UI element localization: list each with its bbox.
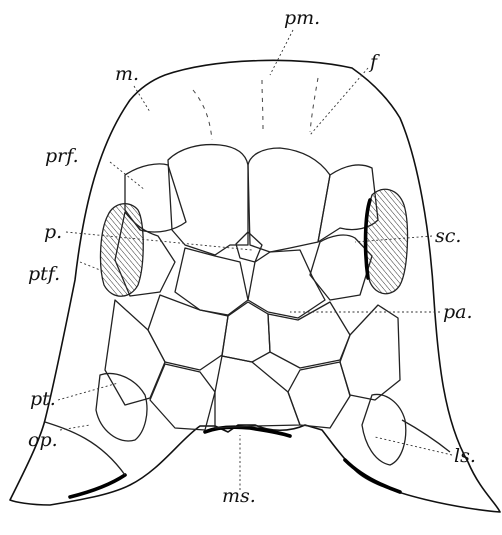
suture-right [310,78,318,132]
operculum-edge-right [402,420,450,452]
leader-ls [375,437,452,455]
mid-plate-left [148,295,228,370]
leader-m [134,86,150,112]
leader-pt [58,383,118,400]
postorbital-left [96,374,147,441]
median-posterior-plate [215,356,300,428]
skull-outline [10,60,500,512]
left-horn-heavy-edge [70,475,125,497]
leader-prf [110,162,145,190]
posterior-heavy-edge [205,427,290,436]
lateral-plate-right [362,394,406,465]
label-sc: sc. [435,225,461,247]
leader-f [310,68,368,135]
label-ptf: ptf. [28,263,60,285]
leader-pm [270,30,293,75]
label-ms: ms. [222,485,256,507]
orbit-right [366,189,408,293]
parietal-right [248,250,325,318]
suture-mid [262,80,263,130]
label-pt: pt. [30,388,56,410]
frontal-right [248,148,330,252]
label-pa: pa. [443,301,473,323]
label-ls: ls. [454,445,476,467]
leader-p [66,232,252,250]
label-pm: pm. [284,7,320,29]
mid-plate-center [222,302,270,362]
pineal-plate [236,232,262,262]
frontal-left [168,145,248,255]
label-p: p. [44,221,62,243]
label-prf: prf. [45,145,79,167]
posterior-lateral-right [340,305,400,400]
label-f: f [368,51,380,73]
leader-op [60,425,90,430]
suture-left [193,90,212,140]
orbit-left [101,204,144,297]
posterior-lateral-left [105,300,165,405]
label-m: m. [115,63,139,85]
label-op: op. [28,429,58,451]
